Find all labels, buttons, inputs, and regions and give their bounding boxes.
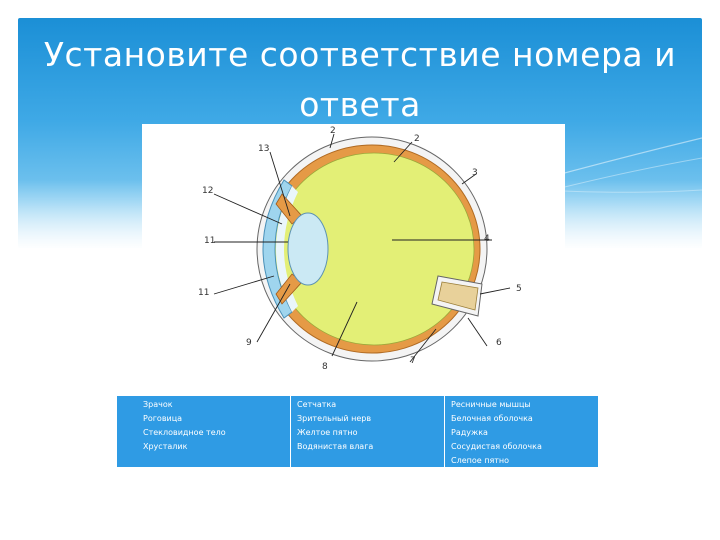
lens-shape (287, 212, 329, 286)
label-top: 2 (330, 126, 336, 136)
answer-item: Зрачок (143, 400, 173, 409)
answer-item: Зрительный нерв (297, 414, 372, 423)
answer-table: Зрачок Роговица Стекловидное тело Хруста… (117, 396, 598, 467)
label-4: 4 (484, 234, 490, 244)
label-11a: 11 (204, 236, 216, 246)
answer-column-1: Зрачок Роговица Стекловидное тело Хруста… (117, 396, 291, 467)
iris-top-shape (275, 193, 303, 225)
label-8: 8 (322, 362, 328, 372)
answer-item: Белочная оболочка (451, 414, 533, 423)
label-9: 9 (246, 338, 252, 348)
label-11b: 11 (198, 288, 210, 298)
answer-item: Водянистая влага (297, 442, 374, 451)
label-12: 12 (202, 186, 214, 196)
anterior-chamber-shape (276, 186, 298, 312)
eye-diagram-svg (213, 133, 511, 363)
slide-title: Установите соответствие номера и ответа (43, 35, 677, 124)
label-6: 6 (496, 338, 502, 348)
label-5: 5 (516, 284, 522, 294)
answer-item: Сосудистая оболочка (451, 442, 542, 451)
label-7: 7 (410, 356, 416, 366)
label-2: 2 (414, 134, 420, 144)
answer-item: Сетчатка (297, 400, 337, 409)
answer-item: Хрусталик (143, 442, 188, 451)
answer-item: Слепое пятно (451, 456, 510, 465)
answer-item: Стекловидное тело (143, 428, 226, 437)
optic-nerve-shape (437, 281, 479, 311)
label-13: 13 (258, 144, 270, 154)
answer-column-3: Ресничные мышцы Белочная оболочка Радужк… (445, 396, 598, 467)
answer-item: Радужка (451, 428, 488, 437)
answer-item: Роговица (143, 414, 183, 423)
answer-column-2: Сетчатка Зрительный нерв Желтое пятно Во… (291, 396, 445, 467)
answer-item: Ресничные мышцы (451, 400, 531, 409)
leader-lines (213, 133, 511, 363)
cornea-shape (262, 179, 293, 319)
answer-item: Желтое пятно (297, 428, 358, 437)
eye-diagram: 13 2 2 12 11 11 9 8 7 6 5 4 3 (142, 124, 565, 374)
label-3: 3 (472, 168, 478, 178)
